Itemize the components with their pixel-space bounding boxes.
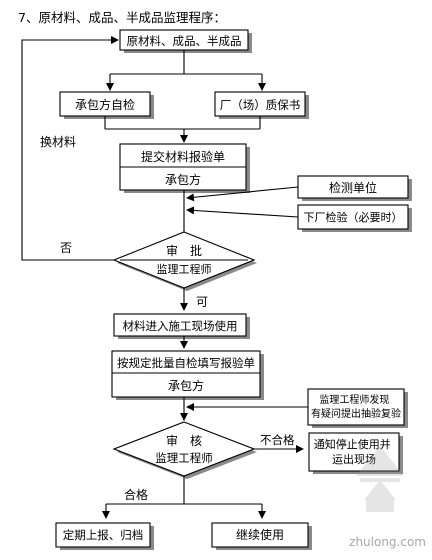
node-batch-inspection: [111, 350, 261, 398]
node-materials-label: 原材料、成品、半成品: [127, 34, 242, 48]
node-approval-role: 监理工程师: [157, 263, 212, 276]
watermark: zhulong.com: [349, 531, 426, 550]
label-yes: 可: [196, 295, 208, 309]
node-materials-enter-site: [113, 313, 247, 337]
label-unqualified: 不合格: [260, 433, 295, 447]
section-heading: 7、原材料、成品、半成品监理程序：: [18, 10, 226, 25]
node-stop-use-label: 通知停止使用并 运出现场: [314, 437, 395, 466]
node-continue-use: [211, 522, 309, 548]
node-batch-inspection-party: 承包方: [168, 378, 204, 393]
label-qualified: 合格: [124, 487, 148, 502]
node-report-archive-label: 定期上报、归档: [63, 528, 144, 542]
node-factory-certificate-label: 厂（场）质保书: [220, 98, 301, 112]
node-factory-inspection-label: 下厂检验（必要时）: [304, 210, 403, 224]
label-replace-material: 换材料: [40, 135, 76, 149]
node-engineer-sampling: [307, 388, 405, 426]
node-report-archive: [55, 522, 151, 548]
node-submit-report-party: 承包方: [165, 172, 201, 187]
node-engineer-sampling-label: 监理工程师发现 有疑问提出抽验复验: [311, 393, 401, 420]
node-review-role: 监理工程师: [155, 451, 213, 465]
node-factory-inspection: [297, 204, 409, 230]
node-contractor-inspection-label: 承包方自检: [75, 97, 135, 112]
node-continue-use-label: 继续使用: [236, 527, 284, 542]
node-approval-action: 审 批: [166, 243, 202, 258]
watermark-text: zhulong.com: [349, 535, 426, 549]
node-materials-enter-site-label: 材料进入施工现场使用: [123, 319, 238, 333]
node-review: [112, 421, 256, 477]
node-batch-inspection-label: 按规定批量自检填写报验单: [117, 356, 255, 370]
node-submit-report-label: 提交材料报验单: [141, 149, 225, 164]
node-testing-unit-label: 检测单位: [329, 180, 377, 195]
label-no: 否: [60, 241, 72, 255]
node-contractor-inspection: [59, 91, 151, 117]
node-review-action: 审 核: [166, 433, 202, 448]
node-stop-use: [308, 432, 400, 472]
watermark-logo: [356, 446, 404, 512]
